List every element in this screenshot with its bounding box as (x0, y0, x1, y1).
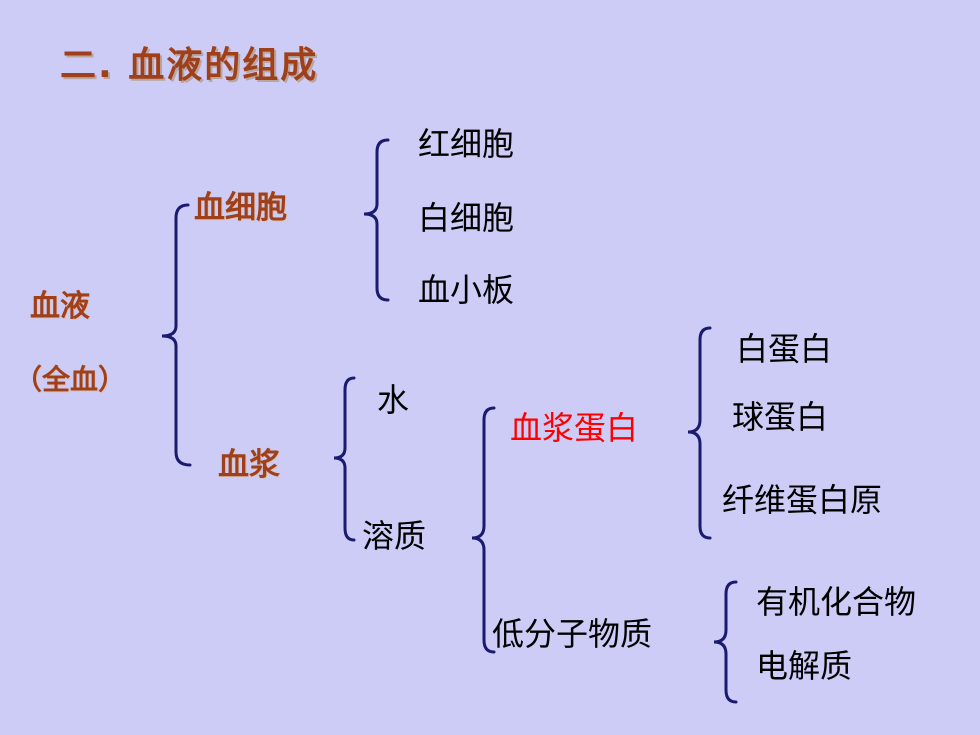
page-title: 二. 血液的组成 (60, 45, 319, 86)
plasma-protein-label: 血浆蛋白 (510, 409, 639, 447)
brace-solute (471, 406, 496, 654)
blood-cell-item: 白细胞 (418, 199, 515, 237)
low-molecular-label: 低分子物质 (492, 615, 653, 653)
protein-item: 球蛋白 (732, 398, 829, 436)
blood-cells-label: 血细胞 (194, 190, 287, 226)
low-molecular-item: 电解质 (756, 647, 853, 685)
root-sublabel: （全血） (14, 363, 127, 396)
brace-root (161, 203, 192, 467)
blood-cell-item: 红细胞 (418, 125, 515, 163)
low-molecular-item: 有机化合物 (756, 583, 917, 621)
protein-item: 纤维蛋白原 (722, 481, 883, 519)
plasma-label: 血浆 (218, 447, 280, 483)
blood-cell-item: 血小板 (418, 271, 515, 309)
brace-plasma (333, 376, 356, 542)
root-label: 血液 (30, 289, 90, 324)
plasma-water: 水 (377, 381, 410, 419)
plasma-solute: 溶质 (362, 517, 427, 555)
protein-item: 白蛋白 (736, 330, 833, 368)
brace-blood-cells (363, 138, 390, 302)
brace-plasma-protein (687, 326, 712, 540)
brace-low-molecular (713, 580, 738, 704)
